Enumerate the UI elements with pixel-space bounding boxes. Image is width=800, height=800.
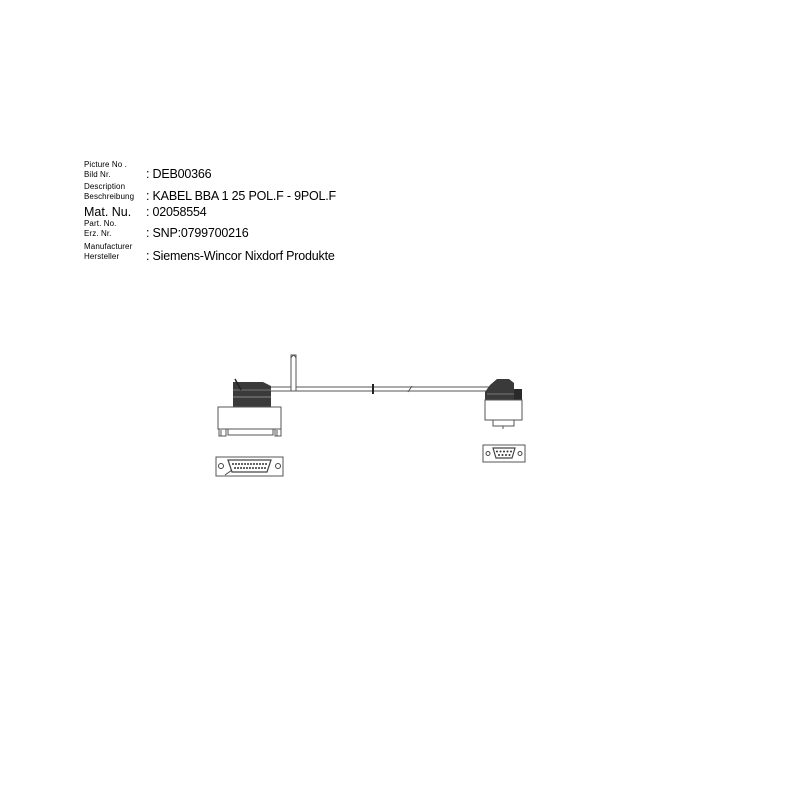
picture-no-value: : DEB00366 (146, 167, 212, 181)
mat-nu-row: Mat. Nu. : 02058554 (84, 205, 404, 219)
description-label-de: Beschreibung (84, 192, 135, 201)
part-no-row: Part. No. (84, 219, 404, 229)
manufacturer-value: : Siemens-Wincor Nixdorf Produkte (146, 249, 335, 263)
hersteller-row: Hersteller : Siemens-Wincor Nixdorf Prod… (84, 249, 404, 263)
mat-nu-value: : 02058554 (146, 205, 207, 219)
bild-nr-row: Bild Nr. : DEB00366 (84, 167, 404, 181)
part-no-value: : SNP:0799700216 (146, 226, 249, 240)
manufacturer-row: Manufacturer (84, 242, 404, 252)
part-info-block: Picture No . Bild Nr. : DEB00366 Descrip… (84, 160, 404, 263)
picture-no-label-de: Bild Nr. (84, 170, 111, 179)
mat-nu-label: Mat. Nu. (84, 205, 132, 219)
db25-connector-side-icon (217, 378, 282, 437)
cable-tag (290, 354, 297, 392)
picture-no-row: Picture No . (84, 160, 404, 170)
cable-marker (372, 384, 374, 394)
beschreibung-row: Beschreibung : KABEL BBA 1 25 POL.F - 9P… (84, 189, 404, 203)
description-label-en: Description (84, 182, 126, 191)
description-value: : KABEL BBA 1 25 POL.F - 9POL.F (146, 189, 336, 203)
cable-drawing (205, 350, 535, 485)
description-row: Description (84, 182, 404, 192)
part-no-label-de: Erz. Nr. (84, 229, 112, 238)
db9-connector-side-icon (484, 379, 523, 429)
db9-connector-front-icon (482, 444, 526, 463)
db25-connector-front-icon (215, 456, 284, 477)
cable-line (270, 386, 490, 392)
erz-nr-row: Erz. Nr. : SNP:0799700216 (84, 226, 404, 240)
part-no-label-en: Part. No. (84, 219, 117, 228)
picture-no-label-en: Picture No . (84, 160, 127, 169)
manufacturer-label-en: Manufacturer (84, 242, 133, 251)
manufacturer-label-de: Hersteller (84, 252, 120, 261)
